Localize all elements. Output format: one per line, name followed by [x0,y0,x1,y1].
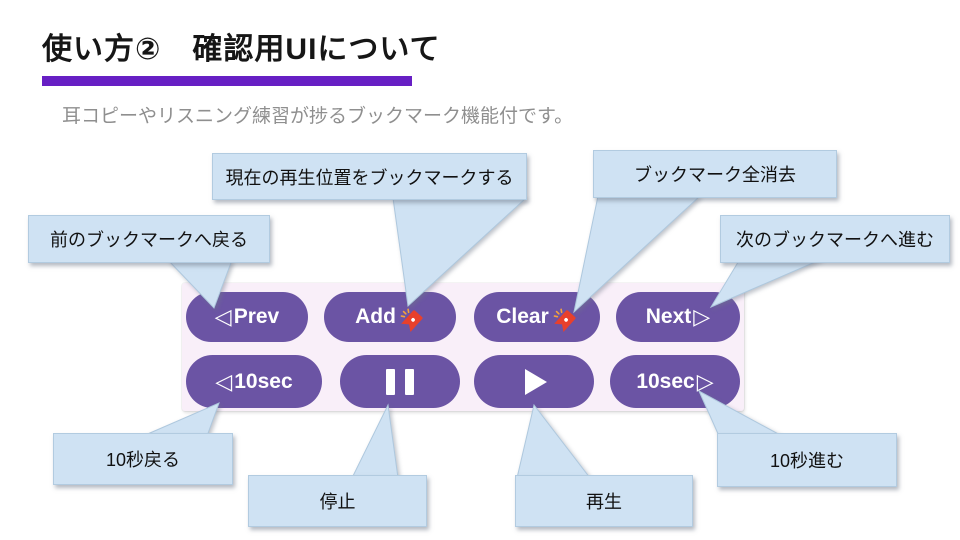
bookmark-icon [553,308,576,333]
add-bookmark-button[interactable]: Add [324,292,456,342]
title-underline [42,76,412,86]
next-button-label: Next [645,305,692,328]
callout-forward-10sec: 10秒進む [717,433,897,487]
callout-clear-bookmarks: ブックマーク全消去 [593,150,837,198]
add-button-label: Add [355,305,396,328]
pause-button[interactable] [340,355,460,408]
play-icon [525,368,547,395]
callout-prev-bookmark: 前のブックマークへ戻る [28,215,270,263]
next-bookmark-button[interactable]: Next▷ [616,292,740,342]
forward-10sec-button[interactable]: 10sec▷ [610,355,740,408]
pause-icon [386,368,414,395]
subtitle: 耳コピーやリスニング練習が捗るブックマーク機能付です。 [62,106,574,127]
right-triangle-icon: ▷ [693,304,711,329]
callout-pause: 停止 [248,475,427,527]
prev-bookmark-button[interactable]: ◁Prev [186,292,308,342]
forward-10sec-label: 10sec [636,369,695,393]
callout-next-bookmark: 次のブックマークへ進む [720,215,950,263]
callout-play: 再生 [515,475,693,527]
rewind-10sec-button[interactable]: ◁10sec [186,355,322,408]
player-panel: ◁Prev Add Clear Next▷ [182,283,744,411]
callout-add-bookmark: 現在の再生位置をブックマークする [212,153,527,200]
bookmark-icon [400,308,423,333]
callout-rewind-10sec: 10秒戻る [53,433,233,485]
left-triangle-icon: ◁ [214,304,232,329]
clear-button-label: Clear [496,305,549,328]
left-triangle-icon: ◁ [215,368,233,394]
page-title: 使い方② 確認用UIについて [42,33,441,66]
clear-bookmarks-button[interactable]: Clear [474,292,600,342]
callout-tail-pause [351,403,399,479]
play-button[interactable] [474,355,594,408]
callout-tail-play [516,403,592,479]
rewind-10sec-label: 10sec [234,369,293,393]
prev-button-label: Prev [233,305,280,328]
right-triangle-icon: ▷ [696,368,714,394]
